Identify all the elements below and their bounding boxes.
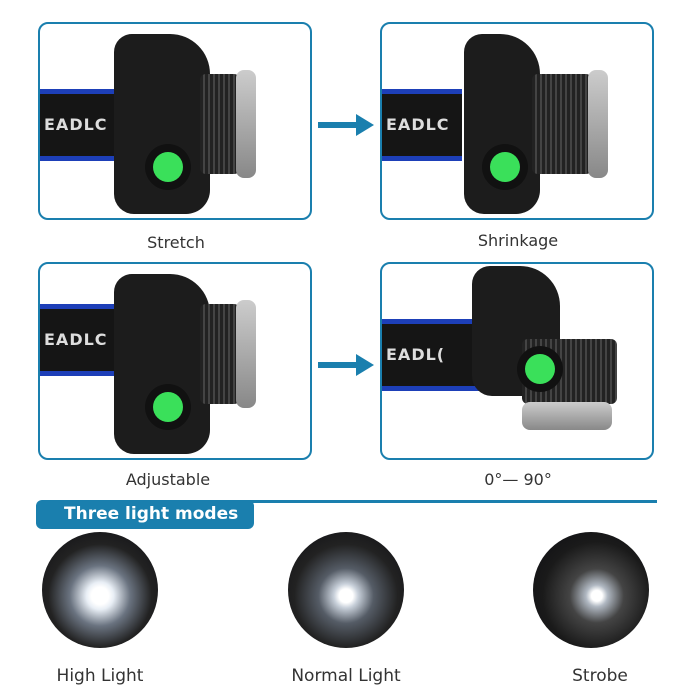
panel-label: Shrinkage xyxy=(477,231,559,250)
right-arrow-icon xyxy=(318,114,374,136)
panel-shrinkage: EADLC xyxy=(380,22,654,220)
power-button-icon xyxy=(482,144,528,190)
panel-adjustable: EADLC xyxy=(38,262,312,460)
headlamp-lens xyxy=(532,74,592,174)
mode-label: High Light xyxy=(56,666,144,686)
strap-text: EADLC xyxy=(44,115,108,134)
headlamp-lens xyxy=(200,304,240,404)
section-title: Three light modes xyxy=(36,500,254,529)
headlamp-bezel xyxy=(236,70,256,178)
power-button-icon xyxy=(145,144,191,190)
panel-label: Stretch xyxy=(147,233,205,252)
headlamp-lens xyxy=(200,74,240,174)
strap-text: EADLC xyxy=(386,115,450,134)
strap-text: EADLC xyxy=(44,330,108,349)
headlamp-bezel xyxy=(588,70,608,178)
section-divider xyxy=(200,500,657,503)
strap-text: EADL( xyxy=(386,345,446,364)
mode-label: Normal Light xyxy=(291,666,401,686)
power-button-icon xyxy=(517,346,563,392)
panel-label: 0°— 90° xyxy=(484,470,552,489)
mode-label: Strobe xyxy=(572,666,628,686)
panel-stretch: EADLC xyxy=(38,22,312,220)
panel-label: Adjustable xyxy=(125,470,211,489)
high-light-image xyxy=(42,532,158,648)
right-arrow-icon xyxy=(318,354,374,376)
headlamp-bezel xyxy=(522,402,612,430)
headband-strap: EADLC xyxy=(382,89,462,161)
normal-light-image xyxy=(288,532,404,648)
headlamp-bezel xyxy=(236,300,256,408)
strobe-image xyxy=(533,532,649,648)
power-button-icon xyxy=(145,384,191,430)
panel-rotation: EADL( xyxy=(380,262,654,460)
